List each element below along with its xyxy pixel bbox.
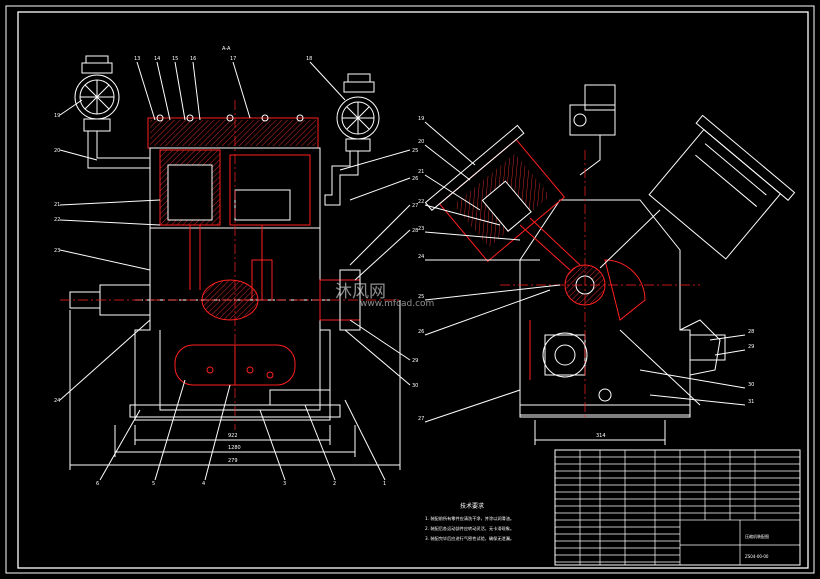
left-section-view <box>59 55 411 481</box>
left-handwheel <box>74 55 120 132</box>
callout-left-18: 18 <box>306 56 312 62</box>
callout-right-24: 24 <box>418 254 424 260</box>
callout-left-20: 20 <box>54 148 60 154</box>
technical-requirements: 技术要求 1. 装配前所有零件应清洗干净，并涂以润滑油。 2. 装配后各运动部件… <box>425 502 514 542</box>
callout-left-28: 28 <box>412 228 418 234</box>
drawing-number: ZS04-00-00 <box>745 554 769 559</box>
callout-bottom-3: 3 <box>283 481 286 487</box>
callout-right-23: 23 <box>418 226 424 232</box>
watermark-url: www.mfcad.com <box>360 299 434 309</box>
callout-right-20: 20 <box>418 139 424 145</box>
watermark: 沐风网 <box>335 282 386 302</box>
tech-req-title: 技术要求 <box>460 502 484 510</box>
callout-right-19: 19 <box>418 116 424 122</box>
dimension-right-0: 314 <box>596 433 606 439</box>
tech-req-line-1: 1. 装配前所有零件应清洗干净，并涂以润滑油。 <box>425 515 514 522</box>
dimension-left-1: 1280 <box>228 445 241 451</box>
callout-left-15: 15 <box>172 56 178 62</box>
callout-left-13: 13 <box>134 56 140 62</box>
callout-right-30: 30 <box>748 382 754 388</box>
callout-left-23: 23 <box>54 248 60 254</box>
callout-left-14: 14 <box>154 56 160 62</box>
callout-left-17: 17 <box>230 56 236 62</box>
callout-left-22: 22 <box>54 217 60 223</box>
callout-right-28: 28 <box>748 329 754 335</box>
right-handwheel <box>336 73 380 152</box>
callout-left-24: 24 <box>54 398 60 404</box>
outer-border <box>5 5 815 574</box>
callout-right-31: 31 <box>748 399 754 405</box>
callout-bottom-1: 1 <box>383 481 386 487</box>
title-block <box>554 449 801 566</box>
callout-left-30: 30 <box>412 383 418 389</box>
callout-left-21: 21 <box>54 202 60 208</box>
callout-left-26: 26 <box>412 176 418 182</box>
title-block-name: 压缩机装配图 <box>745 533 769 539</box>
tech-req-line-3: 3. 装配完毕后应进行气密性试验，确保无泄漏。 <box>425 535 514 542</box>
dimension-left-2: 279 <box>228 458 238 464</box>
callout-right-29: 29 <box>748 344 754 350</box>
tech-req-line-2: 2. 装配后各运动部件应转动灵活，无卡滞现象。 <box>425 525 514 532</box>
inner-border <box>17 11 809 569</box>
callout-right-22: 22 <box>418 199 424 205</box>
callout-left-29: 29 <box>412 358 418 364</box>
callout-right-26: 26 <box>418 329 424 335</box>
callout-left-25: 25 <box>412 148 418 154</box>
callout-right-27: 27 <box>418 416 424 422</box>
right-side-view <box>424 84 796 445</box>
callout-left-19: 19 <box>54 113 60 119</box>
callout-left-16: 16 <box>190 56 196 62</box>
section-label: A-A <box>222 46 231 52</box>
callout-right-25: 25 <box>418 294 424 300</box>
callout-bottom-5: 5 <box>152 481 155 487</box>
callout-bottom-2: 2 <box>333 481 336 487</box>
callout-left-27: 27 <box>412 203 418 209</box>
dimension-left-0: 922 <box>228 433 238 439</box>
callout-right-21: 21 <box>418 169 424 175</box>
callout-bottom-6: 6 <box>96 481 99 487</box>
callout-bottom-4: 4 <box>202 481 205 487</box>
